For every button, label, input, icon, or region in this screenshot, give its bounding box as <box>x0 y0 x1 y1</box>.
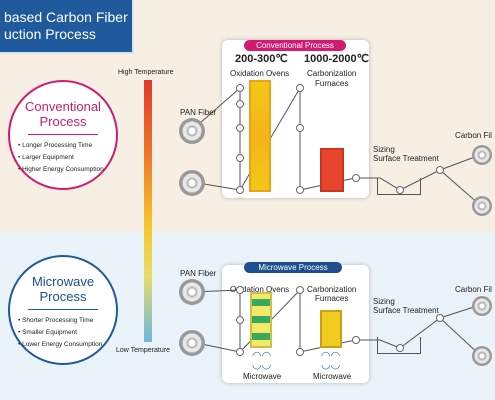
microwave-bullets: Shorter Processing Time Smaller Equipmen… <box>18 315 102 351</box>
roller-icon <box>236 154 244 162</box>
roller-icon <box>236 286 244 294</box>
roller-icon <box>296 348 304 356</box>
microwave-label-oven: Microwave <box>243 372 282 381</box>
roller-icon <box>236 124 244 132</box>
sizing-label-bottom-line-2: Surface Treatment <box>373 306 439 315</box>
fiber-spool-icon <box>179 170 205 196</box>
roller-icon <box>236 100 244 108</box>
conventional-carbonization-furnace <box>320 148 344 192</box>
microwave-title: Microwave Process <box>10 274 116 304</box>
fiber-spool-icon <box>179 279 205 305</box>
conventional-oven-label: Oxidation Ovens <box>230 69 290 78</box>
microwave-title-line-1: Microwave <box>31 274 95 289</box>
conventional-process-panel <box>222 40 369 198</box>
conventional-bullet: Larger Equipment <box>18 152 104 164</box>
microwave-oven-band <box>252 316 270 323</box>
conventional-title-line-2: Process <box>39 114 87 129</box>
conventional-title: Conventional Process <box>10 99 116 129</box>
microwave-bullet: Lower Energy Consumption <box>18 339 102 351</box>
conventional-bullet: Longer Processing Time <box>18 140 104 152</box>
microwave-summary-circle: Microwave Process Shorter Processing Tim… <box>8 255 118 365</box>
roller-icon <box>296 286 304 294</box>
roller-icon <box>352 336 360 344</box>
low-temperature-label: Low Temperature <box>116 347 170 354</box>
roller-icon <box>396 186 404 194</box>
carbon-fiber-spool-icon <box>472 296 492 316</box>
conventional-title-line-1: Conventional <box>25 99 101 114</box>
roller-icon <box>296 84 304 92</box>
sizing-label-bottom-line-1: Sizing <box>373 297 395 306</box>
microwave-divider <box>28 309 98 310</box>
roller-icon <box>436 166 444 174</box>
diagram-title: based Carbon Fiber uction Process <box>0 0 134 54</box>
high-temperature-label: High Temperature <box>118 69 174 76</box>
roller-icon <box>352 174 360 182</box>
title-line-2: uction Process <box>4 26 96 42</box>
pan-fiber-label-top: PAN Fiber <box>180 108 217 117</box>
microwave-title-line-2: Process <box>39 289 87 304</box>
microwave-wave-icon: ◠◠◡◡ <box>321 350 341 371</box>
carbon-fiber-spool-icon <box>472 346 492 366</box>
microwave-process-badge: Microwave Process <box>244 262 342 273</box>
oven-temperature-label: 200-300℃ <box>235 53 288 65</box>
fiber-spool-icon <box>179 330 205 356</box>
microwave-wave-icon: ◠◠◡◡ <box>252 350 272 371</box>
pan-fiber-label-bottom: PAN Fiber <box>180 269 217 278</box>
microwave-label-furnace: Microwave <box>313 372 352 381</box>
microwave-bullet: Shorter Processing Time <box>18 315 102 327</box>
microwave-furnace-label-line-1: Carbonization <box>307 285 357 294</box>
temperature-gradient-bar <box>144 80 152 342</box>
roller-icon <box>236 316 244 324</box>
carbon-fiber-label-bottom: Carbon Fil <box>455 285 492 294</box>
sizing-label-top-line-2: Surface Treatment <box>373 154 439 163</box>
carbon-fiber-label-top: Carbon Fil <box>455 131 492 140</box>
conventional-bullets: Longer Processing Time Larger Equipment … <box>18 140 104 176</box>
conventional-divider <box>28 134 98 135</box>
carbon-fiber-spool-icon <box>472 145 492 165</box>
roller-icon <box>296 186 304 194</box>
conventional-furnace-label-line-2: Furnaces <box>315 79 349 88</box>
conventional-furnace-label-line-1: Carbonization <box>307 69 357 78</box>
roller-icon <box>296 124 304 132</box>
microwave-oven-band <box>252 333 270 340</box>
carbon-fiber-spool-icon <box>472 196 492 216</box>
microwave-oxidation-oven <box>250 292 272 348</box>
conventional-bullet: Higher Energy Consumption <box>18 164 104 176</box>
furnace-temperature-label: 1000-2000℃ <box>304 53 369 65</box>
microwave-carbonization-furnace <box>320 310 342 348</box>
roller-icon <box>236 84 244 92</box>
conventional-oxidation-oven <box>249 80 271 192</box>
microwave-bullet: Smaller Equipment <box>18 327 102 339</box>
roller-icon <box>436 314 444 322</box>
conventional-process-badge: Conventional Process <box>244 40 346 51</box>
sizing-tank-bottom <box>377 337 421 354</box>
microwave-oven-band <box>252 299 270 306</box>
fiber-spool-icon <box>179 118 205 144</box>
sizing-label-top-line-1: Sizing <box>373 145 395 154</box>
title-line-1: based Carbon Fiber <box>4 9 128 25</box>
conventional-summary-circle: Conventional Process Longer Processing T… <box>8 80 118 190</box>
roller-icon <box>236 186 244 194</box>
roller-icon <box>236 348 244 356</box>
microwave-furnace-label-line-2: Furnaces <box>315 294 349 303</box>
microwave-oven-label: Oxidation Ovens <box>230 285 290 294</box>
sizing-tank-top <box>377 178 421 195</box>
microwave-process-panel <box>222 265 369 383</box>
roller-icon <box>396 344 404 352</box>
